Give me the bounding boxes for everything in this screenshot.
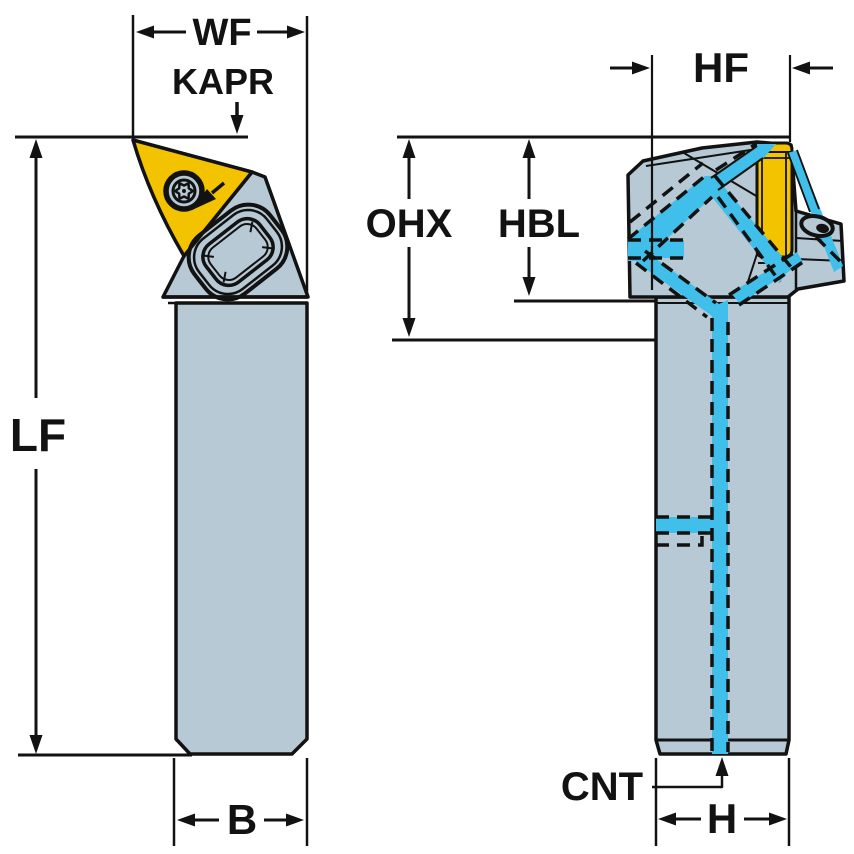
- kapr-label: KAPR: [172, 61, 274, 102]
- ohx-dimension: OHX: [366, 139, 655, 342]
- hf-dimension: HF: [610, 44, 833, 290]
- ohx-label: OHX: [366, 202, 453, 246]
- b-label: B: [227, 796, 257, 843]
- insert-screw-icon: [163, 170, 205, 212]
- front-shank: [174, 301, 309, 756]
- wf-dimension: WF: [131, 12, 309, 296]
- hf-label: HF: [693, 44, 749, 91]
- wf-label: WF: [192, 12, 251, 54]
- kapr-callout: KAPR: [172, 61, 274, 134]
- feed-direction-arrow-icon: [192, 181, 226, 210]
- coolant-hidden-lines: [626, 142, 843, 752]
- lf-dimension: LF: [10, 139, 66, 754]
- h-dimension: H: [654, 758, 791, 846]
- lf-label: LF: [10, 409, 66, 461]
- hbl-label: HBL: [498, 202, 580, 246]
- front-view: WF KAPR LF B: [10, 12, 310, 846]
- clamp-ring: [186, 202, 290, 302]
- b-dimension: B: [172, 758, 309, 846]
- cnt-label: CNT: [561, 765, 643, 809]
- h-label: H: [707, 795, 737, 842]
- hbl-dimension: HBL: [498, 139, 656, 303]
- clamp-screw-icon: [799, 214, 835, 238]
- cnt-callout: CNT: [561, 757, 729, 809]
- side-view: OHX HBL HF CNT: [366, 44, 846, 846]
